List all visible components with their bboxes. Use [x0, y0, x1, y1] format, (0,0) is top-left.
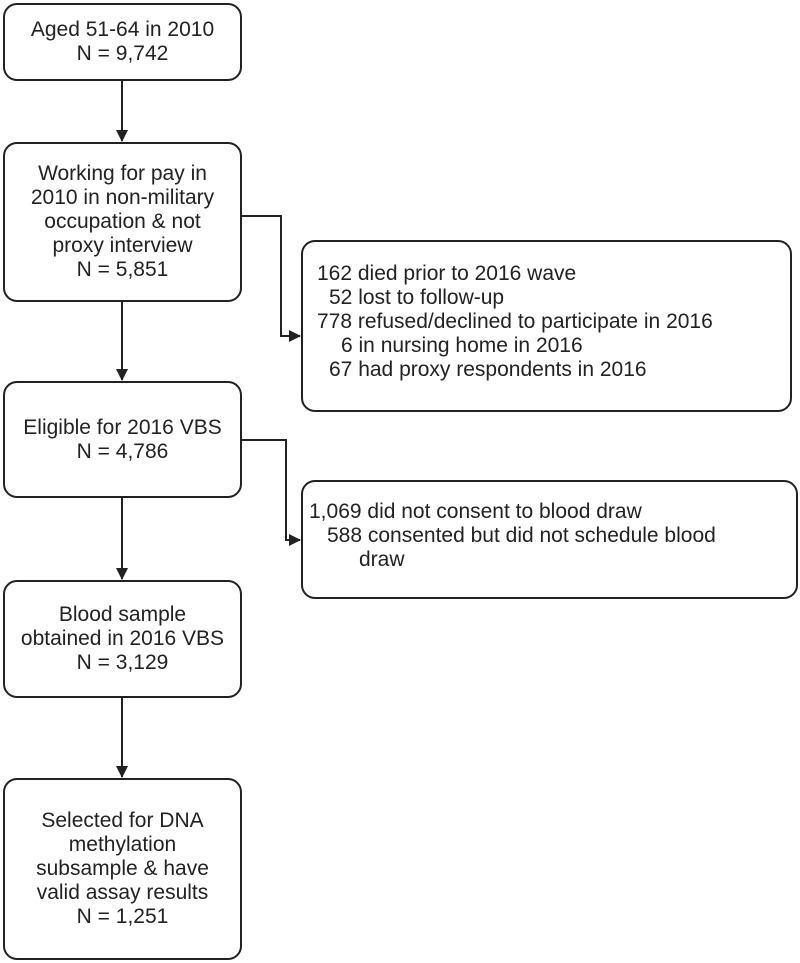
- arrow-box3-to-excl2: [242, 439, 301, 546]
- excl2-line: draw: [359, 548, 405, 571]
- box5-line: Selected for DNA: [41, 809, 204, 832]
- box5-line: valid assay results: [36, 881, 209, 904]
- box1-count: N = 9,742: [76, 42, 169, 65]
- excl1-line: 162 died prior to 2016 wave: [317, 262, 577, 285]
- box4-line: Blood sample: [58, 603, 187, 626]
- box3-count: N = 4,786: [76, 439, 169, 463]
- excl1-line: 6 in nursing home in 2016: [341, 334, 583, 357]
- flow-box-eligible-vbs: Eligible for 2016 VBS N = 4,786: [3, 381, 242, 498]
- excl2-line: 588 consented but did not schedule blood: [327, 524, 716, 547]
- box4-line: obtained in 2016 VBS: [20, 627, 225, 650]
- excl1-line: 778 refused/declined to participate in 2…: [317, 310, 713, 333]
- box4-count: N = 3,129: [76, 651, 169, 674]
- box2-line: Working for pay in: [38, 162, 207, 185]
- excl1-line: 67 had proxy respondents in 2016: [329, 358, 647, 381]
- box5-count: N = 1,251: [76, 905, 169, 928]
- exclusion-box-2: 1,069 did not consent to blood draw 588 …: [301, 480, 798, 599]
- excl2-line: 1,069 did not consent to blood draw: [309, 500, 642, 523]
- excl1-line: 52 lost to follow-up: [329, 286, 505, 309]
- flow-box-working-for-pay: Working for pay in 2010 in non-military …: [3, 142, 242, 302]
- flow-box-aged-51-64: Aged 51-64 in 2010 N = 9,742: [3, 3, 242, 81]
- box3-line: Eligible for 2016 VBS: [23, 415, 222, 439]
- box2-line: occupation & not: [44, 210, 201, 233]
- box2-line: 2010 in non-military: [30, 186, 215, 209]
- box2-count: N = 5,851: [76, 258, 169, 281]
- exclusion-box-1: 162 died prior to 2016 wave 52 lost to f…: [301, 240, 792, 412]
- box5-line: subsample & have: [36, 857, 209, 880]
- flow-box-dna-methylation: Selected for DNA methylation subsample &…: [3, 778, 242, 960]
- box1-line: Aged 51-64 in 2010: [30, 18, 215, 41]
- flow-box-blood-sample: Blood sample obtained in 2016 VBS N = 3,…: [3, 580, 242, 698]
- arrow-box2-to-excl1: [242, 215, 301, 342]
- box5-line: methylation: [68, 833, 177, 856]
- box2-line: proxy interview: [52, 234, 193, 257]
